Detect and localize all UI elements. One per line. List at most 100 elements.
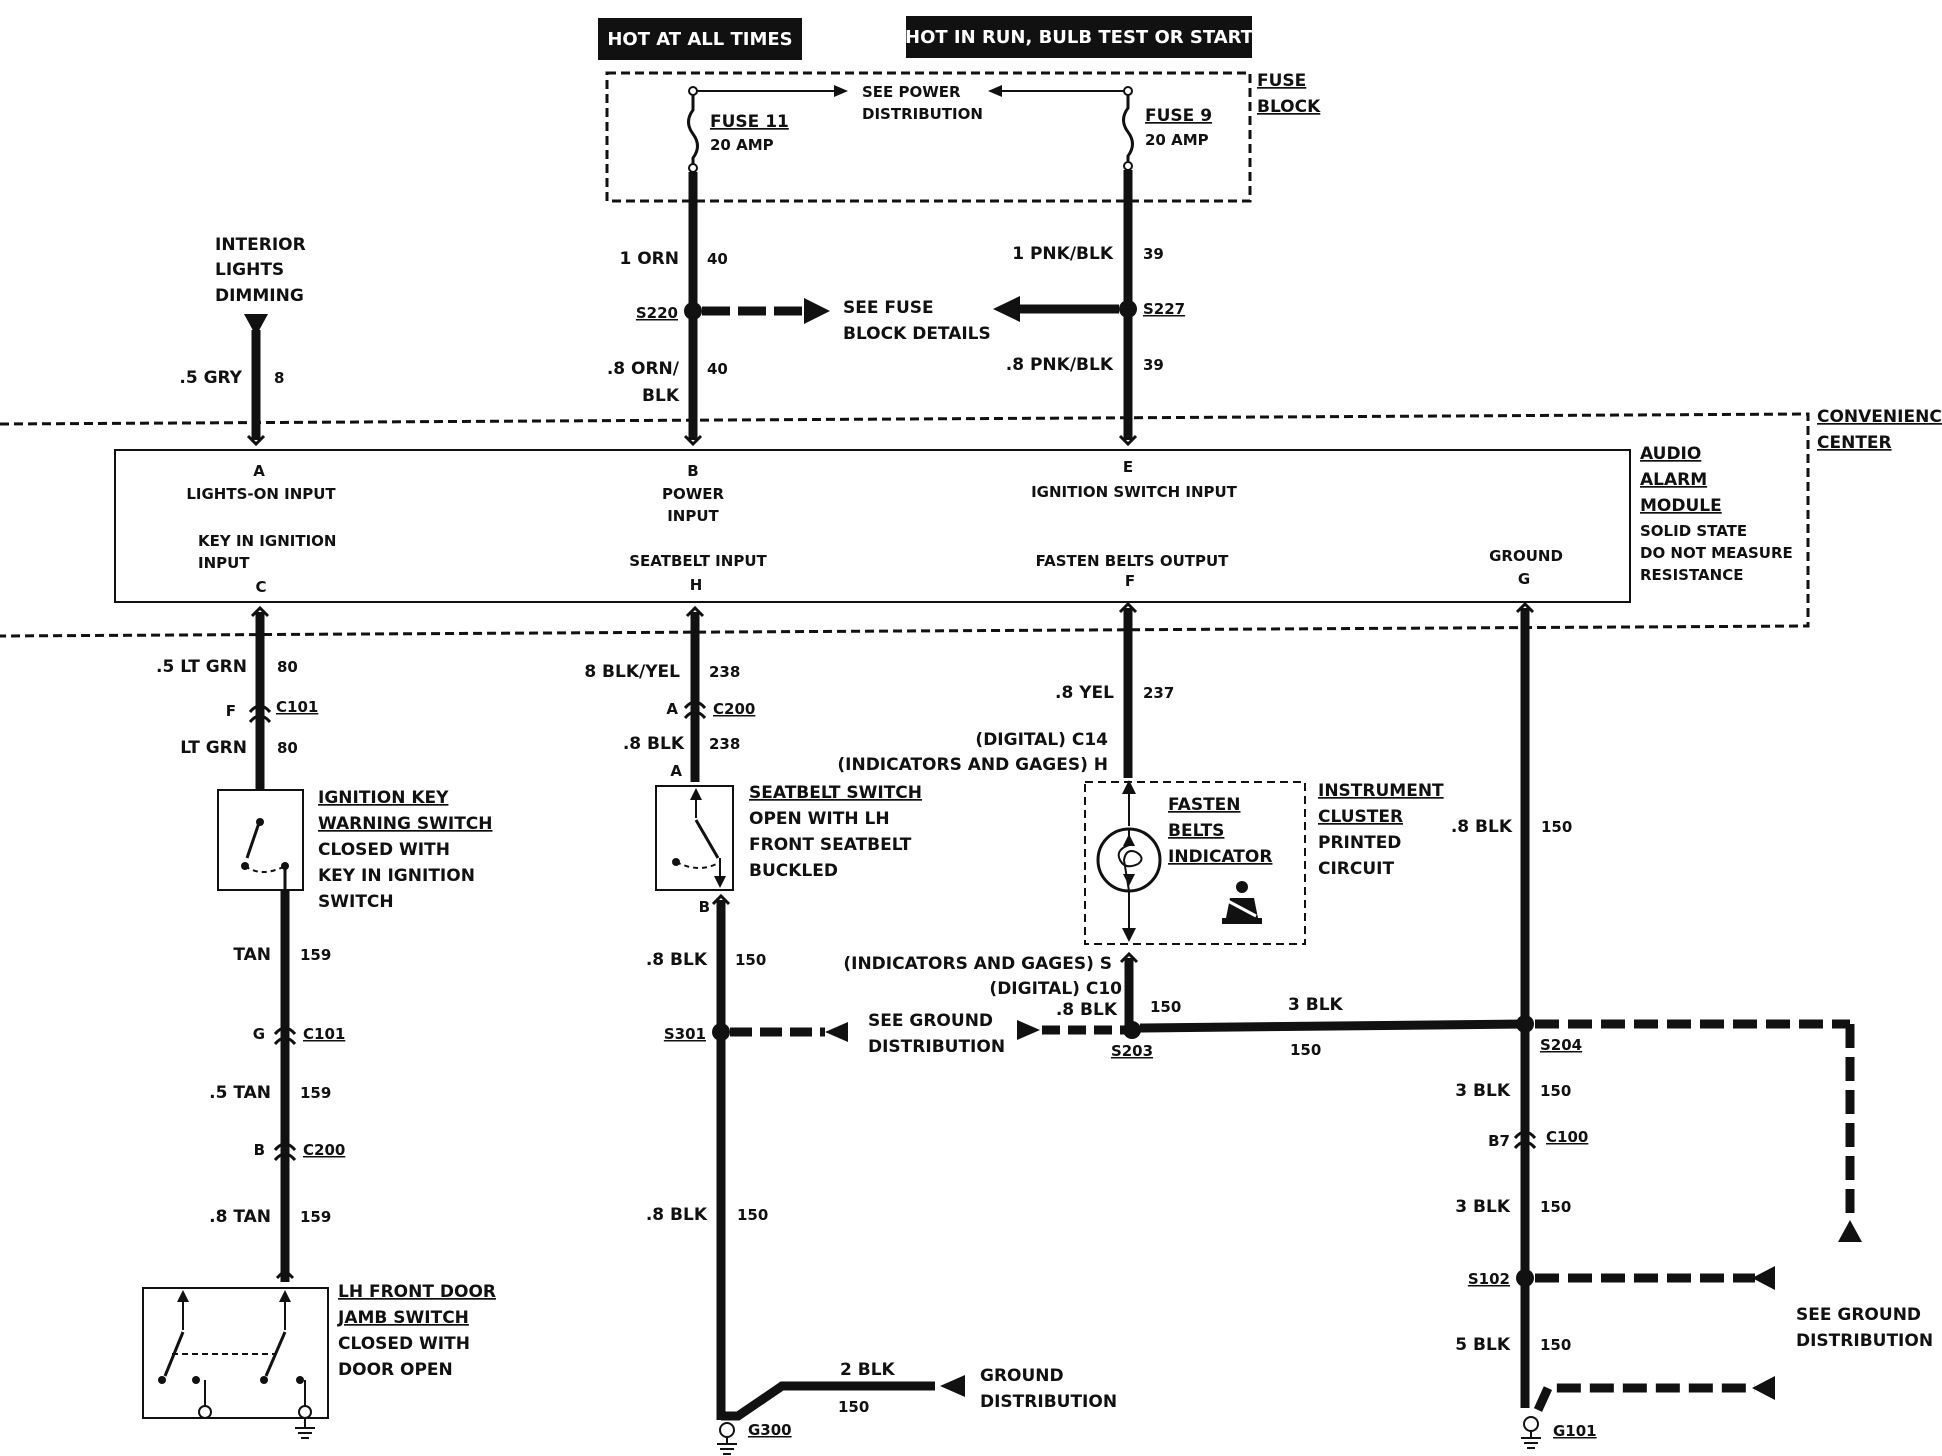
circuit-40b: 40 [707, 360, 728, 378]
fuse-block-outline [605, 71, 1252, 203]
wire-label-8blk-g: .8 BLK [1451, 817, 1513, 837]
door-switch-2: JAMB SWITCH [337, 1308, 469, 1328]
cluster-1: INSTRUMENT [1318, 781, 1444, 801]
fasten-belts-output: FASTEN BELTS OUTPUT [1036, 552, 1230, 570]
seatbelt-switch-bottom-arrow [714, 876, 726, 888]
ground-dist-2: DISTRIBUTION [980, 1392, 1117, 1412]
door-switch-left-contact-1 [158, 1376, 166, 1384]
digital-c10: (DIGITAL) C10 [989, 979, 1122, 999]
indicators-s: (INDICATORS AND GAGES) S [843, 954, 1112, 974]
hot-at-all-times-label: HOT AT ALL TIMES [607, 29, 792, 50]
c200-b-name: C200 [303, 1141, 345, 1159]
c101-g-pin: G [253, 1025, 265, 1043]
circuit-237: 237 [1143, 684, 1174, 702]
interior-label-3: DIMMING [215, 286, 304, 306]
see-ground1-2: DISTRIBUTION [868, 1037, 1005, 1057]
instrument-cluster-outline [1084, 781, 1306, 945]
splice-s203 [1123, 1021, 1141, 1039]
fuse9-bottom-terminal [1123, 161, 1133, 171]
key-in-ignition-2: INPUT [198, 554, 250, 572]
g101-label: G101 [1553, 1422, 1597, 1440]
wire-label-1pnk: 1 PNK/BLK [1012, 244, 1114, 264]
door-switch-right-contact-2 [296, 1376, 304, 1384]
seatbelt-switch-blade [694, 819, 720, 859]
c100-connector [1513, 1130, 1537, 1150]
c200-a-connector [683, 700, 707, 720]
module-note-3: RESISTANCE [1640, 566, 1743, 584]
circuit-39b: 39 [1143, 356, 1164, 374]
g300-label: G300 [748, 1421, 792, 1439]
ignition-switch-input: IGNITION SWITCH INPUT [1031, 483, 1238, 501]
circuit-159b: 159 [300, 1084, 331, 1102]
fasten-indicator-1: FASTEN [1168, 795, 1241, 815]
wire-label-3blk-h: 3 BLK [1288, 995, 1344, 1015]
see-power-arrowhead-right [988, 85, 1002, 97]
c100-name: C100 [1546, 1128, 1588, 1146]
door-switch-right-ground-terminal [298, 1405, 312, 1419]
convenience-title-1: CONVENIENCE [1817, 407, 1942, 427]
circuit-150s: 150 [1150, 998, 1181, 1016]
wire-label-8pnk: .8 PNK/BLK [1006, 355, 1114, 375]
seatbelt-switch-2: OPEN WITH LH [749, 809, 890, 829]
wire-label-8blk-a: .8 BLK [623, 734, 685, 754]
g101-ground-line [1533, 1383, 1755, 1412]
pin-h: H [690, 576, 703, 594]
pin-h-connector [685, 605, 705, 618]
circuit-159a: 159 [300, 946, 331, 964]
ign-switch-3: CLOSED WITH [318, 840, 450, 860]
convenience-center-outline [0, 412, 1810, 638]
seatbelt-switch-top-arrow [690, 788, 702, 800]
ignition-switch-link [244, 865, 286, 873]
splice-s227-label: S227 [1143, 300, 1185, 318]
fuse11-element [687, 95, 699, 164]
wire-label-8tan: .8 TAN [209, 1207, 271, 1227]
seatbelt-pin-a: A [670, 762, 682, 780]
circuit-39a: 39 [1143, 245, 1164, 263]
wire-label-3blk-r1: 3 BLK [1455, 1081, 1511, 1101]
ign-switch-5: SWITCH [318, 892, 394, 912]
splice-s227 [1119, 300, 1137, 318]
fuse-block-title-2: BLOCK [1257, 97, 1321, 117]
circuit-40a: 40 [707, 250, 728, 268]
c101-a-name: C101 [276, 698, 318, 716]
cluster-top-arrow [1122, 780, 1136, 794]
hot-in-run-label: HOT IN RUN, BULB TEST OR START [905, 27, 1254, 48]
g101-ground-symbol [1521, 1431, 1541, 1449]
see-fuse-arrowhead-left [804, 298, 830, 324]
wire-label-8blk-c: .8 BLK [646, 1205, 708, 1225]
pin-c: C [255, 578, 266, 596]
cluster-4: CIRCUIT [1318, 859, 1394, 879]
pin-g-connector [1515, 601, 1535, 614]
see-ground2-2: DISTRIBUTION [1796, 1331, 1933, 1351]
interior-source-triangle [244, 314, 268, 336]
see-fuse-1: SEE FUSE [843, 298, 934, 318]
s301-ground-arrowhead [825, 1022, 848, 1042]
splice-s102 [1516, 1269, 1534, 1287]
circuit-150g: 150 [1541, 818, 1572, 836]
fuse9-rating: 20 AMP [1145, 131, 1209, 149]
lights-on-input: LIGHTS-ON INPUT [186, 485, 336, 503]
wire-label-8blk-b: .8 BLK [646, 950, 708, 970]
circuit-80b: 80 [277, 739, 298, 757]
fasten-indicator-3: INDICATOR [1168, 847, 1272, 867]
pin-f: F [1125, 572, 1135, 590]
wire-label-3blk-r2: 3 BLK [1455, 1197, 1511, 1217]
wire-3blk-horizontal [1139, 1019, 1526, 1033]
wire-label-2blk: 2 BLK [840, 1360, 896, 1380]
circuit-150c: 150 [737, 1206, 768, 1224]
circuit-150r3: 150 [1540, 1336, 1571, 1354]
seatbelt-switch-link [675, 861, 721, 869]
c101-f-pin: F [226, 702, 236, 720]
fuse9-element [1122, 95, 1134, 162]
pin-g: G [1518, 570, 1530, 588]
splice-s301 [712, 1023, 730, 1041]
see-fuse-2: BLOCK DETAILS [843, 324, 991, 344]
module-title-2: ALARM [1640, 470, 1707, 490]
fasten-indicator-2: BELTS [1168, 821, 1224, 841]
seatbelt-pin-b: B [699, 898, 710, 916]
pin-f-connector [1118, 601, 1138, 614]
s102-ground-arrowhead [1752, 1266, 1775, 1290]
circuit-159c: 159 [300, 1208, 331, 1226]
wire-2blk-150 [721, 1381, 935, 1421]
ign-switch-4: KEY IN IGNITION [318, 866, 475, 886]
